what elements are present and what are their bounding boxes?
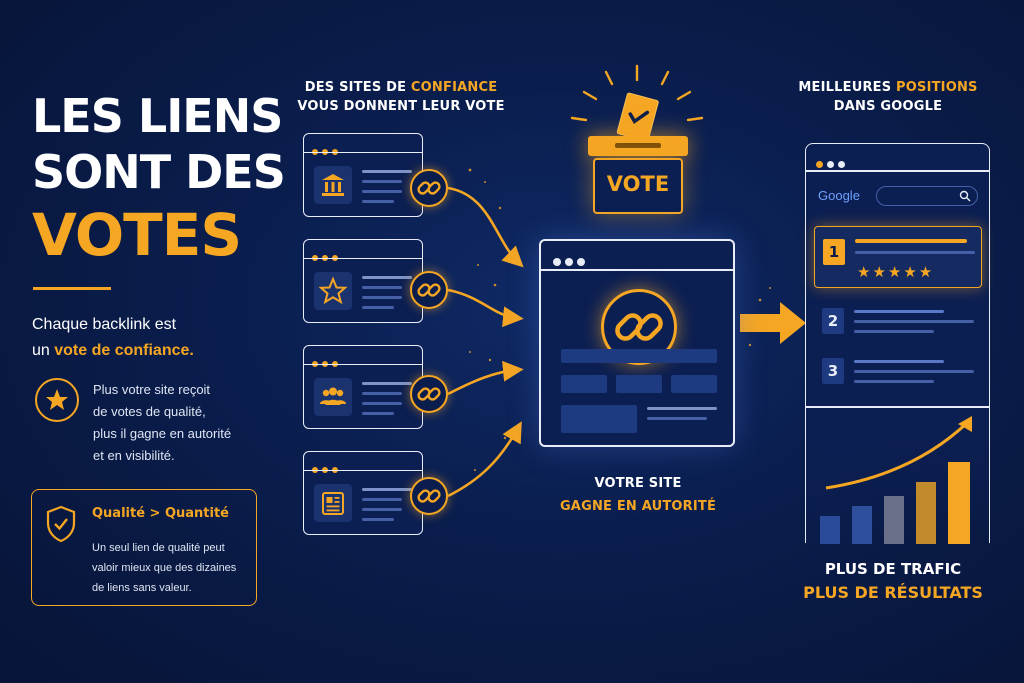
result-1[interactable]: 1 ★★★★★ <box>814 226 982 288</box>
source-site-card <box>303 239 423 323</box>
info-text: Plus votre site reçoit de votes de quali… <box>93 379 231 467</box>
google-logo-text: Google <box>818 188 860 203</box>
rank-badge-3: 3 <box>822 358 844 384</box>
ballot-box: VOTE <box>585 88 691 216</box>
link-badge <box>410 271 448 309</box>
site-icon-box <box>314 484 352 522</box>
growth-bar <box>820 516 840 544</box>
site-icon-box <box>314 378 352 416</box>
star-badge <box>35 378 79 422</box>
star-icon <box>46 389 68 410</box>
quality-title: Qualité > Quantité <box>92 506 230 521</box>
traffic-caption: PLUS DE TRAFIC PLUS DE RÉSULTATS <box>790 558 996 606</box>
quality-line-3: de liens sans valeur. <box>92 582 192 594</box>
ballot-label: VOTE <box>606 172 670 196</box>
quality-box: Qualité > Quantité Un seul lien de quali… <box>31 489 257 606</box>
arrow-1 <box>447 186 524 268</box>
info-line-1: Plus votre site reçoit <box>93 382 211 397</box>
google-logo: Google <box>818 188 860 203</box>
growth-bar <box>884 496 904 544</box>
trusted-sites-heading: DES SITES DE CONFIANCE VOUS DONNENT LEUR… <box>296 78 506 116</box>
source-site-card <box>303 451 423 535</box>
star-outline-icon <box>318 276 348 305</box>
ballot-body: VOTE <box>593 158 683 214</box>
quality-line-2: valoir mieux que des dizaines <box>92 562 237 574</box>
main-title: LES LIENS SONT DES VOTES <box>32 88 286 270</box>
window-dots <box>312 246 342 265</box>
chain-link-icon <box>417 283 441 297</box>
traffic-line-2: PLUS DE RÉSULTATS <box>803 583 983 602</box>
info-line-3: plus il gagne en autorité <box>93 426 232 441</box>
trusted-heading-line-2: VOUS DONNENT LEUR VOTE <box>297 99 505 114</box>
window-dots <box>312 140 342 159</box>
info-line-4: et en visibilité. <box>93 448 175 463</box>
window-dots <box>312 458 342 477</box>
info-line-2: de votes de qualité, <box>93 404 206 419</box>
title-line-1: LES LIENS <box>32 89 283 143</box>
link-badge <box>410 169 448 207</box>
arrow-4 <box>447 421 522 498</box>
arrow-to-google <box>740 302 806 344</box>
site-icon-box <box>314 272 352 310</box>
source-site-card <box>303 133 423 217</box>
your-site-line-2: GAGNE EN AUTORITÉ <box>559 499 717 514</box>
result-2[interactable]: 2 <box>814 304 982 340</box>
window-dots <box>553 251 585 270</box>
chain-link-icon <box>417 387 441 401</box>
rating-stars: ★★★★★ <box>857 263 935 281</box>
arrow-3 <box>447 360 524 396</box>
growth-chart <box>818 410 978 544</box>
link-badge <box>410 375 448 413</box>
growth-arrow-icon <box>825 416 972 490</box>
window-dots <box>312 352 342 371</box>
traffic-line-1: PLUS DE TRAFIC <box>824 560 962 578</box>
quality-text: Un seul lien de qualité peut valoir mieu… <box>92 538 236 598</box>
trusted-heading-line-1: DES SITES DE CONFIANCE <box>304 80 498 95</box>
chain-link-icon <box>417 181 441 195</box>
ballot-slot <box>615 143 661 148</box>
intro-line-2: un vote de confiance. <box>32 342 194 359</box>
window-dots <box>816 153 849 172</box>
newspaper-icon <box>322 492 344 515</box>
source-site-card <box>303 345 423 429</box>
search-input[interactable] <box>876 186 978 206</box>
people-icon <box>320 387 346 405</box>
big-link-circle <box>601 289 677 365</box>
shield-check-icon <box>46 505 76 543</box>
your-site-window <box>539 239 735 447</box>
your-site-line-1: VOTRE SITE <box>594 476 682 491</box>
link-badge <box>410 477 448 515</box>
chain-link-icon <box>615 313 663 341</box>
growth-bar <box>916 482 936 544</box>
rank-badge-1: 1 <box>823 239 845 265</box>
intro-text: Chaque backlink est un vote de confiance… <box>32 312 194 364</box>
your-site-caption: VOTRE SITE GAGNE EN AUTORITÉ <box>540 474 736 516</box>
search-icon <box>959 190 971 202</box>
google-heading-line-1: MEILLEURES POSITIONS <box>798 80 978 95</box>
growth-bar <box>852 506 872 544</box>
title-underline <box>33 287 111 290</box>
rank-badge-2: 2 <box>822 308 844 334</box>
title-line-3: VOTES <box>32 201 242 269</box>
title-line-2: SONT DES <box>32 145 286 199</box>
google-heading: MEILLEURES POSITIONS DANS GOOGLE <box>790 78 986 116</box>
site-icon-box <box>314 166 352 204</box>
quality-line-1: Un seul lien de qualité peut <box>92 542 225 554</box>
result-3[interactable]: 3 <box>814 354 982 390</box>
bank-icon <box>322 174 344 196</box>
growth-bar <box>948 462 970 544</box>
chain-link-icon <box>417 489 441 503</box>
intro-line-1: Chaque backlink est <box>32 316 177 333</box>
google-heading-line-2: DANS GOOGLE <box>833 99 943 114</box>
arrow-2 <box>447 288 524 328</box>
